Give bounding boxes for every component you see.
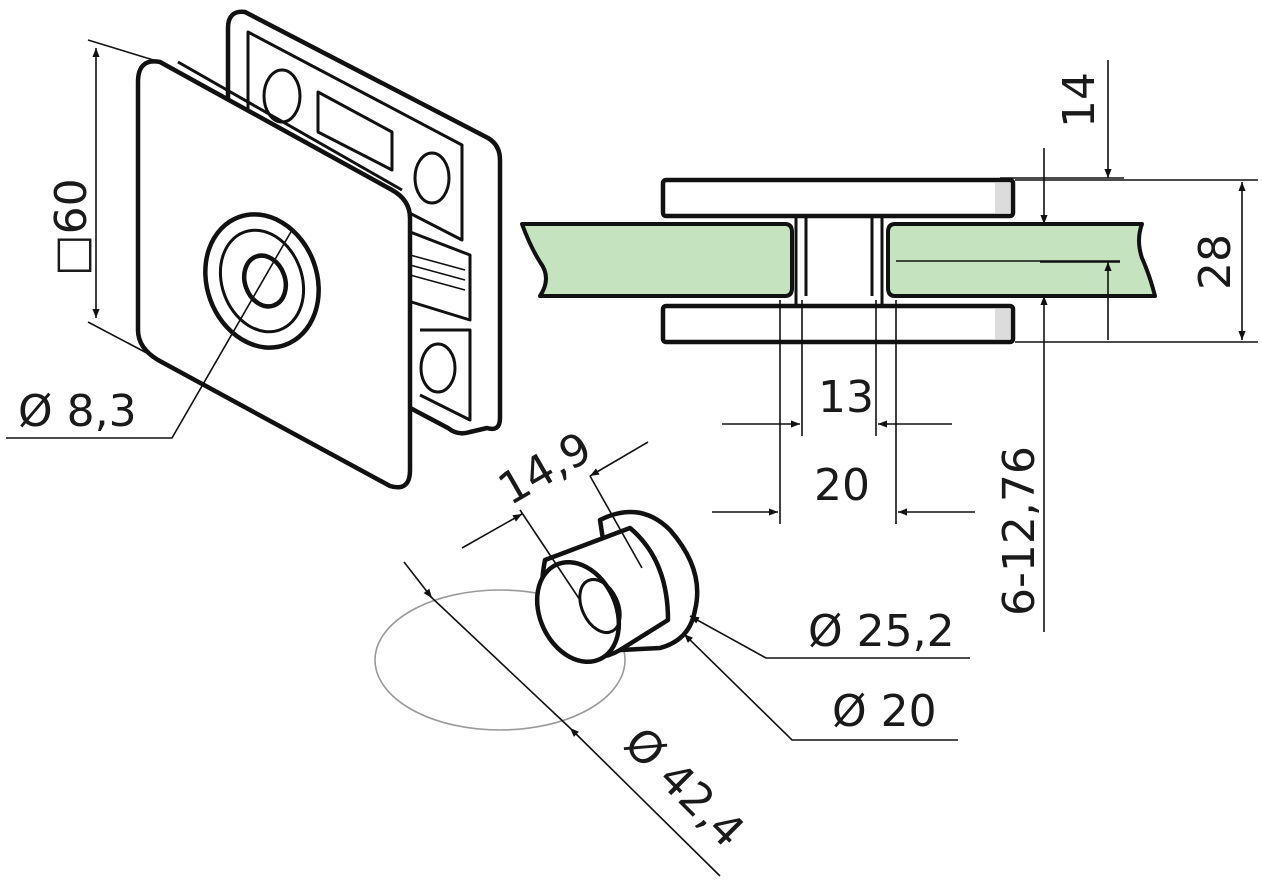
front-ring-middle (218, 228, 306, 334)
dim-42-4-line (429, 595, 571, 729)
section-bottom-plate (660, 303, 1016, 345)
circle-42-4-construction (374, 589, 626, 731)
dim-14-9-line (461, 513, 523, 549)
back-plate-lower-frame (419, 328, 472, 422)
dim-bushing-20-label: Ø 20 (832, 686, 937, 737)
dim-60-label: □60 (46, 178, 97, 276)
section-spacer (794, 216, 884, 306)
dim-glass-label: 6-12,76 (994, 446, 1045, 616)
back-plate-slot (316, 90, 394, 172)
clamp-section-view (520, 177, 1157, 345)
front-plate-edge (177, 60, 403, 192)
dim-25-2-label: Ø 25,2 (808, 606, 955, 657)
dim-14-label: 14 (1054, 72, 1105, 128)
section-top-plate-end (995, 183, 1010, 213)
back-plate-hole-bottom (419, 342, 457, 394)
spacer-thread (409, 254, 466, 291)
dim-42-4-label: Ø 42,4 (614, 718, 754, 858)
back-plate-inner-frame (246, 30, 464, 242)
dim-14-9-label: 14,9 (490, 422, 600, 515)
back-plate-hole-right (413, 151, 451, 205)
dim-13-label: 13 (818, 372, 874, 423)
bushing-inner (578, 578, 622, 634)
dim-25-2-leader (689, 615, 970, 659)
section-bottom-plate-end (995, 309, 1010, 339)
dim-28-label: 28 (1190, 234, 1241, 290)
glass-right (886, 222, 1157, 298)
dim-8-3-leader (6, 229, 293, 439)
section-top-plate (660, 177, 1016, 219)
dim-bushing-20-leader (683, 633, 958, 741)
glass-left (520, 222, 794, 298)
dim-8-3-label: Ø 8,3 (18, 386, 137, 437)
clamp-isometric-view (135, 9, 503, 490)
bushing-view (374, 509, 700, 731)
dim-20-label: 20 (814, 460, 870, 511)
